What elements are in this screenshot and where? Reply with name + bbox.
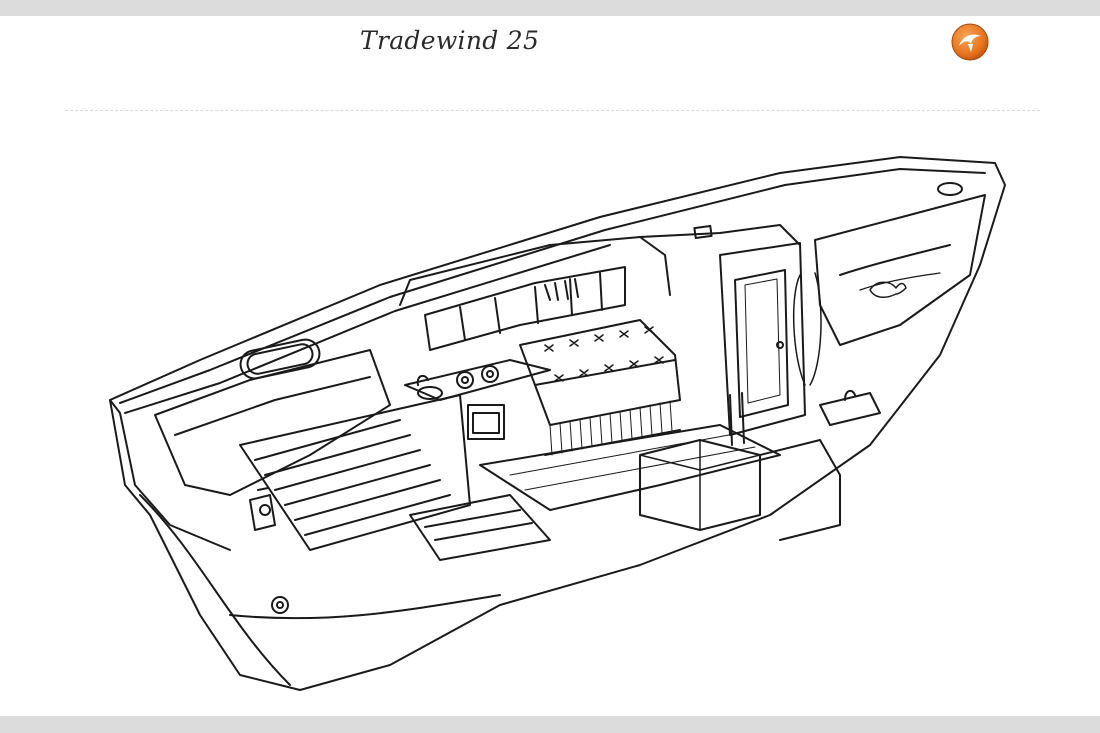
transom (109, 399, 231, 551)
bottom-frame-bar (0, 716, 1100, 733)
boat-cutaway-illustration (80, 155, 1020, 700)
lantern-icon (249, 487, 276, 531)
cabin-sole (479, 424, 781, 511)
brand-logo-icon[interactable] (950, 22, 990, 62)
deck-edge (119, 168, 986, 404)
page-title: Tradewind 25 (360, 26, 540, 55)
head-door (734, 269, 789, 418)
companionway-steps (409, 494, 551, 561)
deck-hatch (693, 224, 713, 240)
cat-figure (869, 281, 907, 298)
mast-post (729, 392, 745, 446)
keel-line (139, 494, 291, 686)
cabin-bulkhead (399, 236, 671, 306)
forward-bulkhead (719, 242, 806, 436)
galley-counter (404, 359, 551, 401)
stove-burner-icon (456, 371, 474, 389)
head-sink (819, 392, 881, 426)
rudder-fitting (271, 596, 289, 614)
bow-portlight (937, 182, 963, 196)
cockpit-slats (254, 419, 451, 536)
upper-cabinets (424, 266, 626, 351)
header-divider (65, 110, 1040, 111)
top-frame-bar (0, 0, 1100, 16)
sink-icon (417, 386, 443, 400)
cockpit-portlight (239, 338, 321, 380)
oven (467, 404, 505, 440)
hanging-gear (792, 272, 822, 386)
